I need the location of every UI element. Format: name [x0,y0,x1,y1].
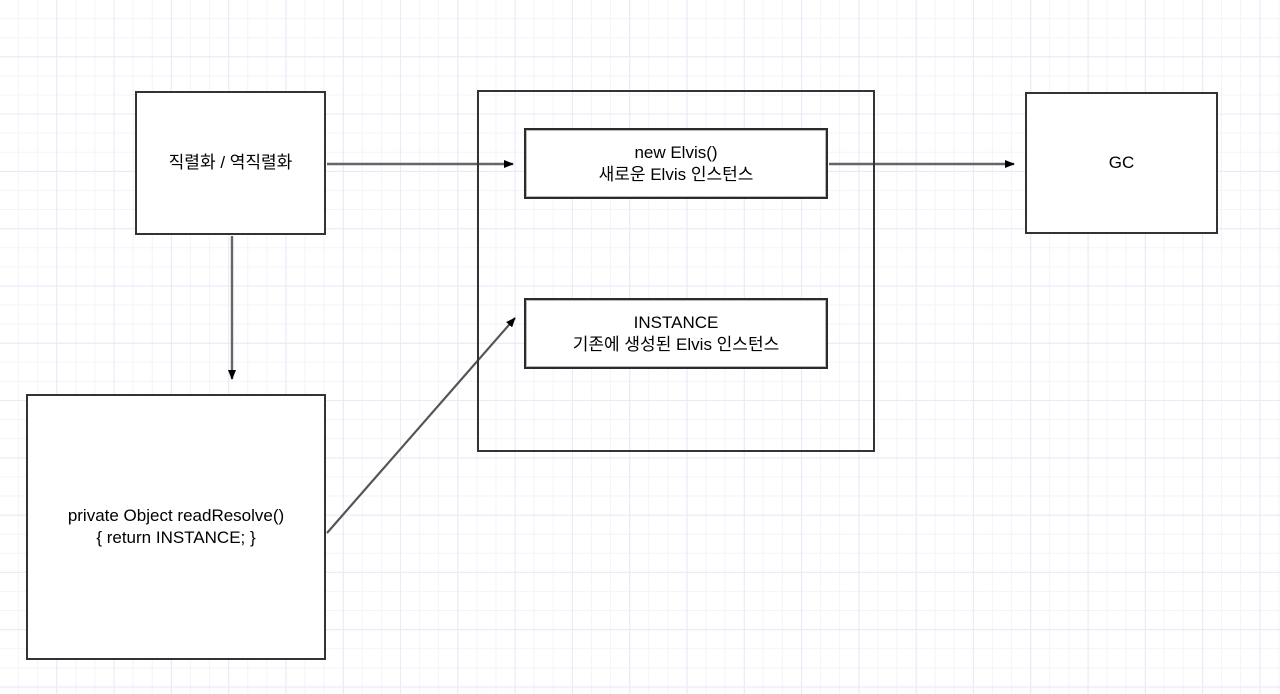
node-heap-container[interactable] [477,90,875,452]
node-gc[interactable]: GC [1025,92,1218,234]
node-readresolve[interactable]: private Object readResolve() { return IN… [26,394,326,660]
node-readresolve-label: private Object readResolve() { return IN… [67,506,285,547]
node-gc-label: GC [1108,153,1135,173]
node-instance[interactable]: INSTANCE 기존에 생성된 Elvis 인스턴스 [524,298,828,369]
node-new-elvis[interactable]: new Elvis() 새로운 Elvis 인스턴스 [524,128,828,199]
node-serialization-label: 직렬화 / 역직렬화 [168,153,293,173]
node-new-elvis-label: new Elvis() 새로운 Elvis 인스턴스 [598,142,754,184]
node-instance-label: INSTANCE 기존에 생성된 Elvis 인스턴스 [572,312,780,354]
node-serialization[interactable]: 직렬화 / 역직렬화 [135,91,326,235]
